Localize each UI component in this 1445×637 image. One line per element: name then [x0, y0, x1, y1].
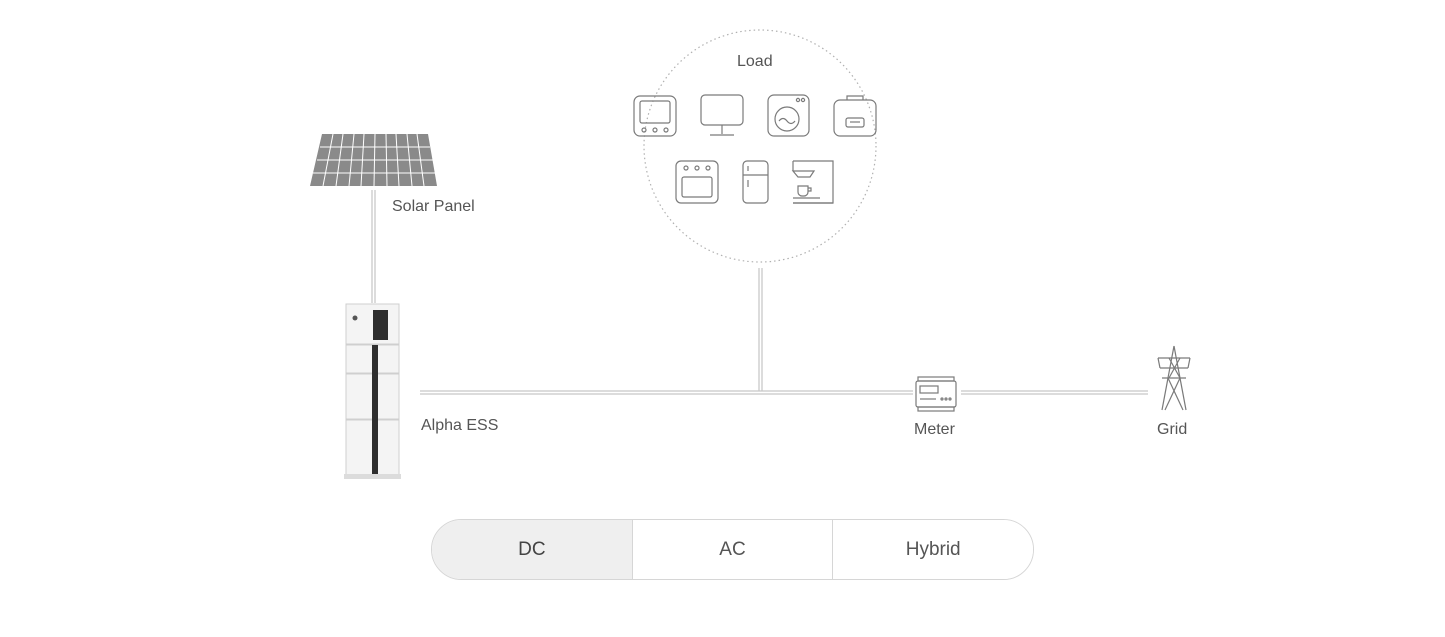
wire-load-bus	[758, 268, 763, 391]
meter-icon	[915, 376, 957, 412]
grid-label: Grid	[1157, 421, 1188, 438]
washing-machine-icon	[767, 94, 810, 137]
solar-panel-icon	[310, 133, 437, 187]
grid-tower-icon	[1157, 345, 1191, 411]
alpha-ess-label: Alpha ESS	[421, 417, 499, 434]
alpha-ess-icon	[344, 303, 401, 479]
wire-meter-grid	[961, 390, 1148, 395]
meter-label: Meter	[914, 421, 955, 438]
air-conditioner-icon	[833, 95, 877, 137]
tv-icon	[633, 95, 677, 137]
system-type-switcher: DC AC Hybrid	[431, 519, 1034, 580]
wire-ess-meter	[420, 390, 913, 395]
load-circle	[643, 29, 877, 263]
oven-icon	[675, 160, 719, 204]
fridge-icon	[742, 160, 769, 204]
solar-panel-label: Solar Panel	[392, 198, 475, 215]
coffee-machine-icon	[791, 160, 834, 204]
tab-ac[interactable]: AC	[632, 520, 834, 579]
tab-hybrid[interactable]: Hybrid	[833, 520, 1033, 579]
wire-solar-ess	[371, 190, 376, 303]
tab-dc[interactable]: DC	[432, 520, 633, 579]
load-label: Load	[737, 53, 773, 70]
monitor-icon	[700, 94, 744, 136]
